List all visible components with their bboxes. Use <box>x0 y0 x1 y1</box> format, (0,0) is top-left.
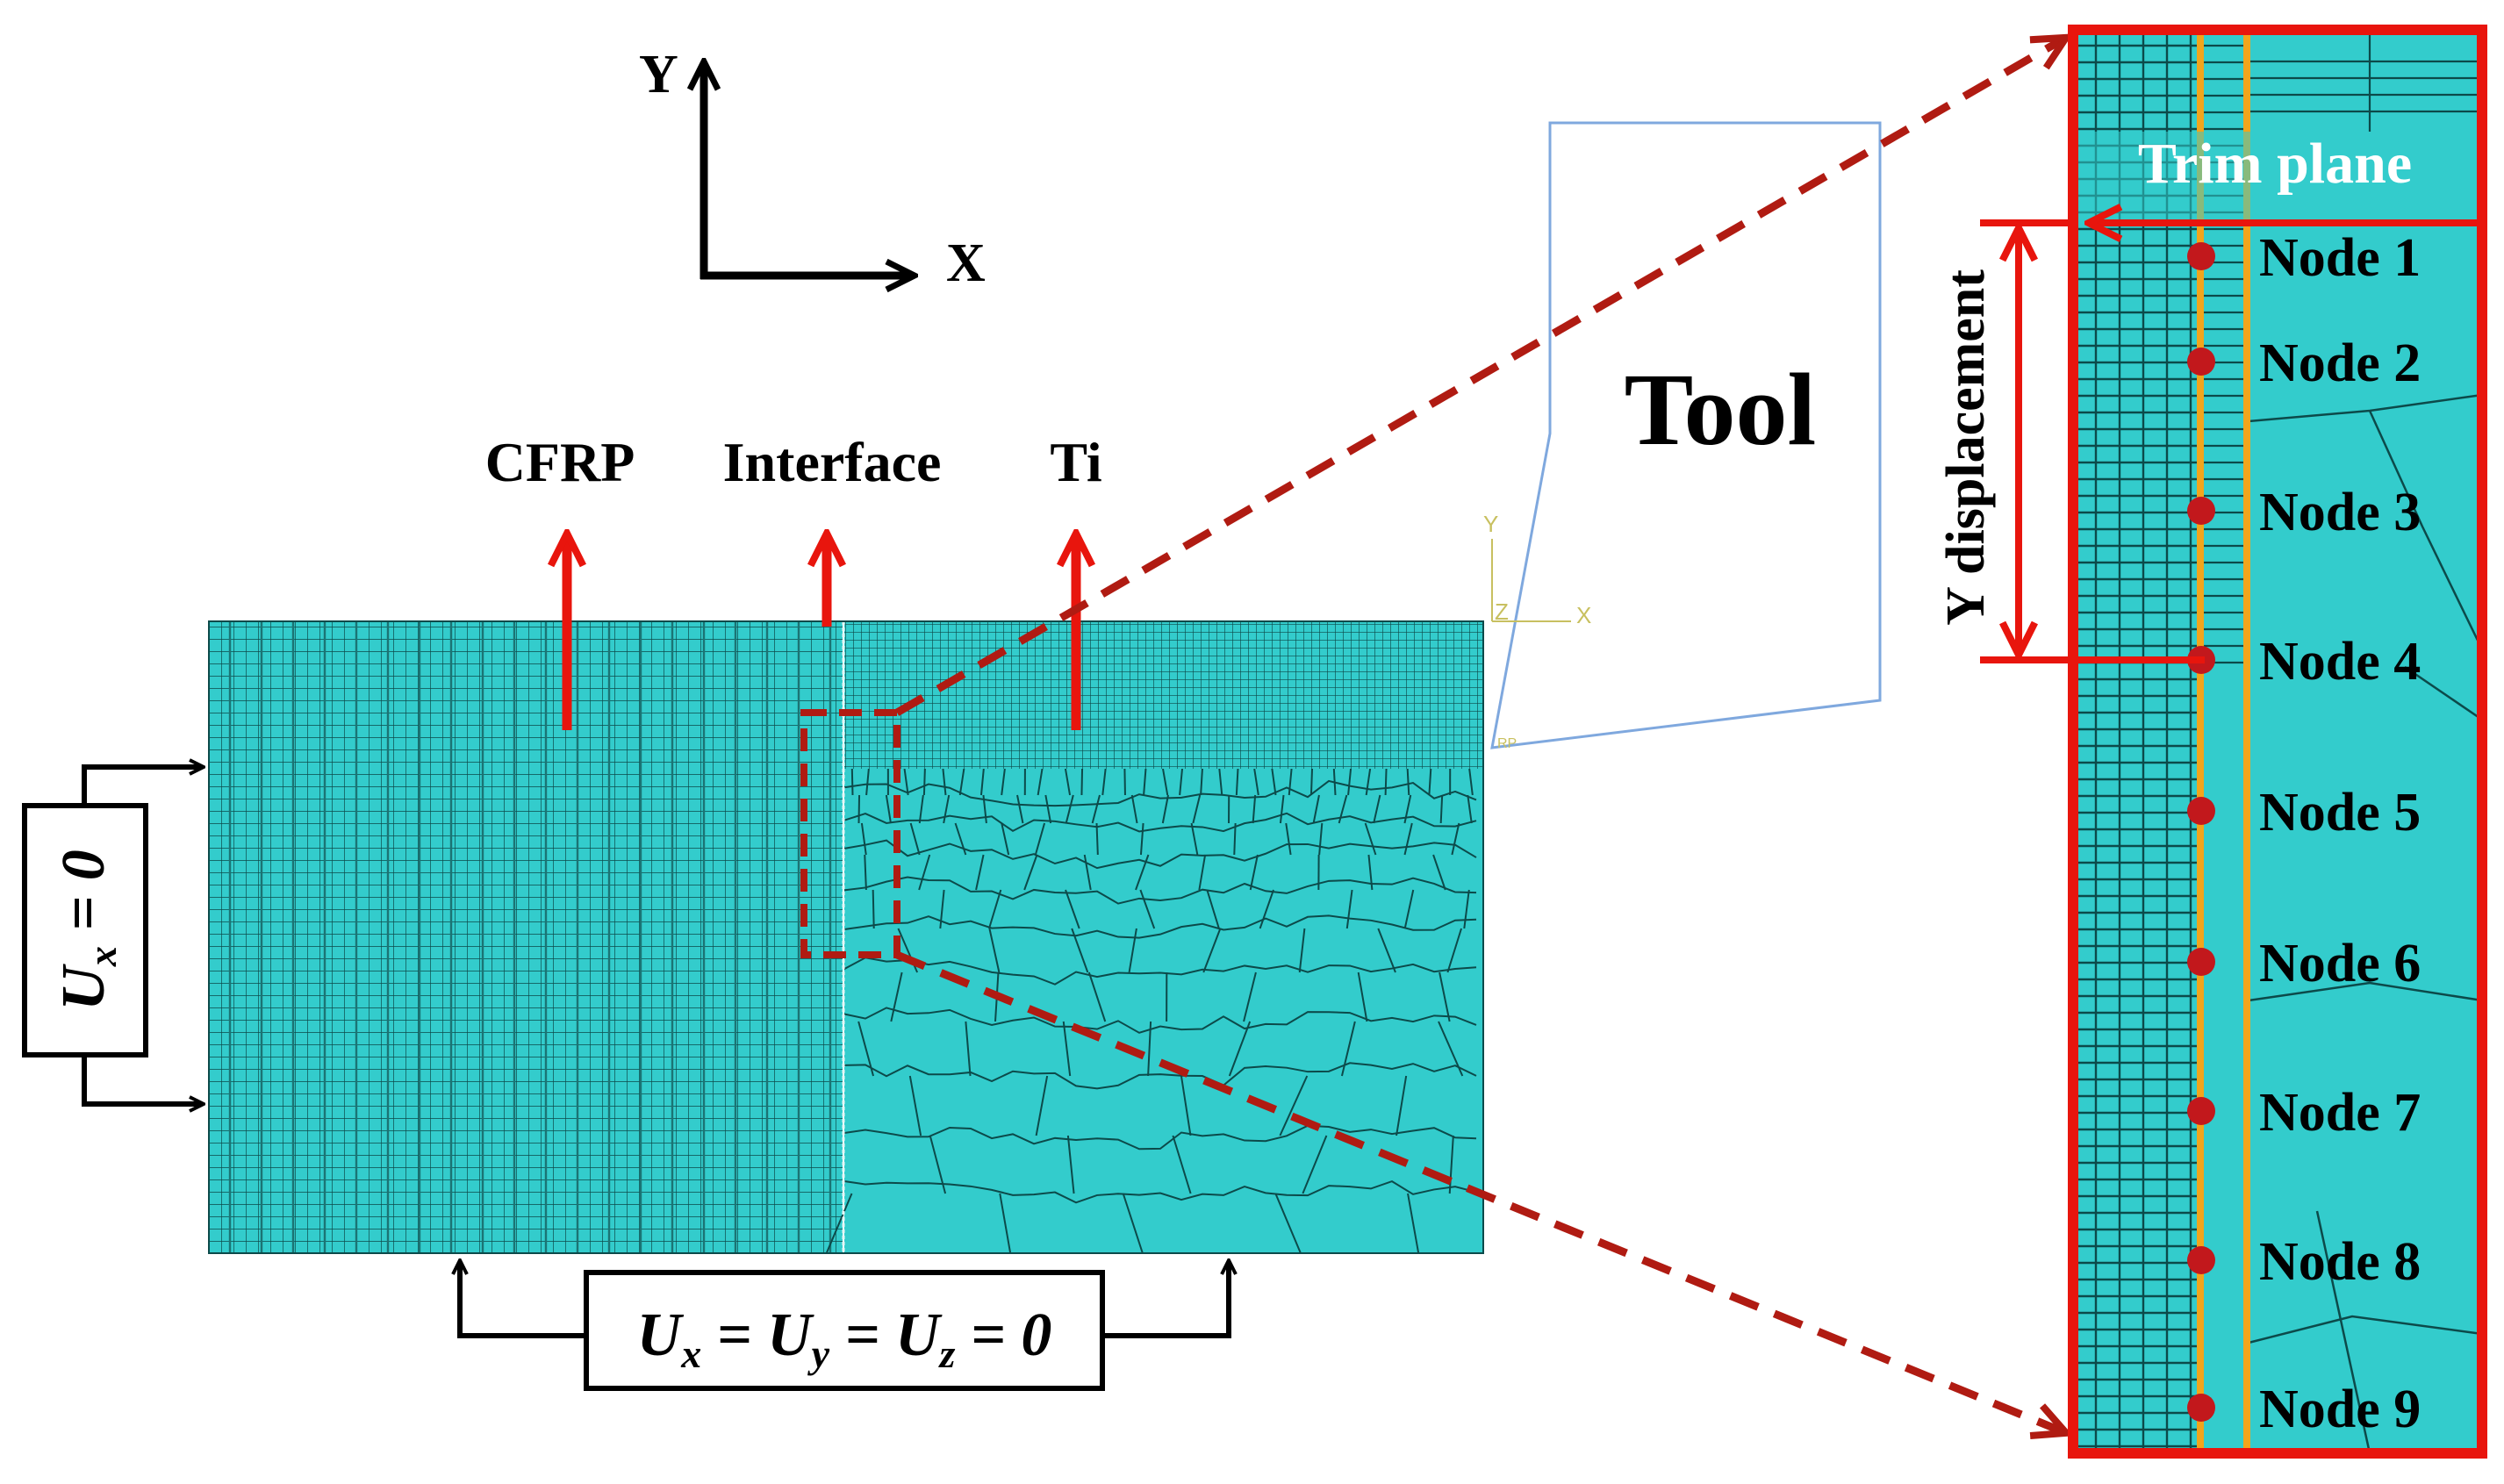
ti-fine-mesh-region <box>844 621 1483 769</box>
y-axis-label: Y <box>639 45 678 104</box>
ti-mesh-edge <box>1124 769 1125 795</box>
ti-mesh-edge <box>1311 769 1312 795</box>
node-marker <box>2187 1097 2215 1125</box>
ti-mesh-edge <box>1081 769 1082 795</box>
bottom-bc-right-arrow <box>1102 1262 1229 1336</box>
triad-y: Y <box>1483 511 1498 537</box>
ti-mesh-edge <box>852 769 853 795</box>
node-marker <box>2187 497 2215 525</box>
tool-label: Tool <box>1625 352 1817 467</box>
triad-x: X <box>1576 602 1591 628</box>
ti-mesh-edge <box>1386 769 1387 795</box>
node-marker <box>2187 348 2215 376</box>
x-axis-label: X <box>946 233 986 293</box>
node-label: Node 8 <box>2259 1232 2421 1292</box>
cfrp-mesh-region <box>209 621 843 1253</box>
node-label: Node 3 <box>2259 483 2421 542</box>
node-marker <box>2187 797 2215 825</box>
zoom-panel: Trim plane Node 1 Node 2 Node 3 Node 4 Node … <box>2073 30 2482 1453</box>
interface-label: Interface <box>723 431 942 493</box>
node-label: Node 5 <box>2259 783 2421 842</box>
ti-label: Ti <box>1050 431 1101 493</box>
y-displacement-label: Y displacement <box>1936 269 1996 626</box>
trim-plane-label: Trim plane <box>2138 132 2412 196</box>
cfrp-label: CFRP <box>485 431 635 493</box>
node-label: Node 2 <box>2259 333 2421 393</box>
node-label: Node 4 <box>2259 632 2421 692</box>
zoom-upper-leader <box>897 39 2064 713</box>
node-label: Node 6 <box>2259 934 2421 993</box>
bottom-bc-left-arrow <box>460 1262 586 1336</box>
ti-mesh-edge <box>1097 823 1098 855</box>
left-bc-lower-arrow <box>84 1055 202 1104</box>
node-label: Node 1 <box>2259 228 2421 288</box>
tool: Tool <box>1492 123 1880 748</box>
ux-zero-label: Ux = 0 <box>50 850 125 1010</box>
ti-mesh-edge <box>858 795 859 823</box>
left-boundary-condition: Ux = 0 <box>25 767 202 1104</box>
bottom-boundary-condition: Ux = Uy = Uz = 0 <box>460 1262 1229 1388</box>
node-marker <box>2187 1394 2215 1422</box>
triad-rp: RP <box>1497 736 1517 751</box>
ti-mesh-edge <box>873 890 874 928</box>
local-triad: Y Z X RP <box>1483 511 1591 751</box>
node-marker <box>2187 1246 2215 1274</box>
node-label: Node 9 <box>2259 1380 2421 1439</box>
node-marker <box>2187 948 2215 976</box>
node-label: Node 7 <box>2259 1083 2421 1143</box>
coordinate-axes: Y X <box>639 45 986 293</box>
ti-mesh-edge <box>1234 823 1235 855</box>
ti-mesh-edge <box>924 769 925 795</box>
triad-z: Z <box>1495 599 1509 625</box>
node-marker <box>2187 242 2215 270</box>
left-bc-upper-arrow <box>84 767 202 806</box>
